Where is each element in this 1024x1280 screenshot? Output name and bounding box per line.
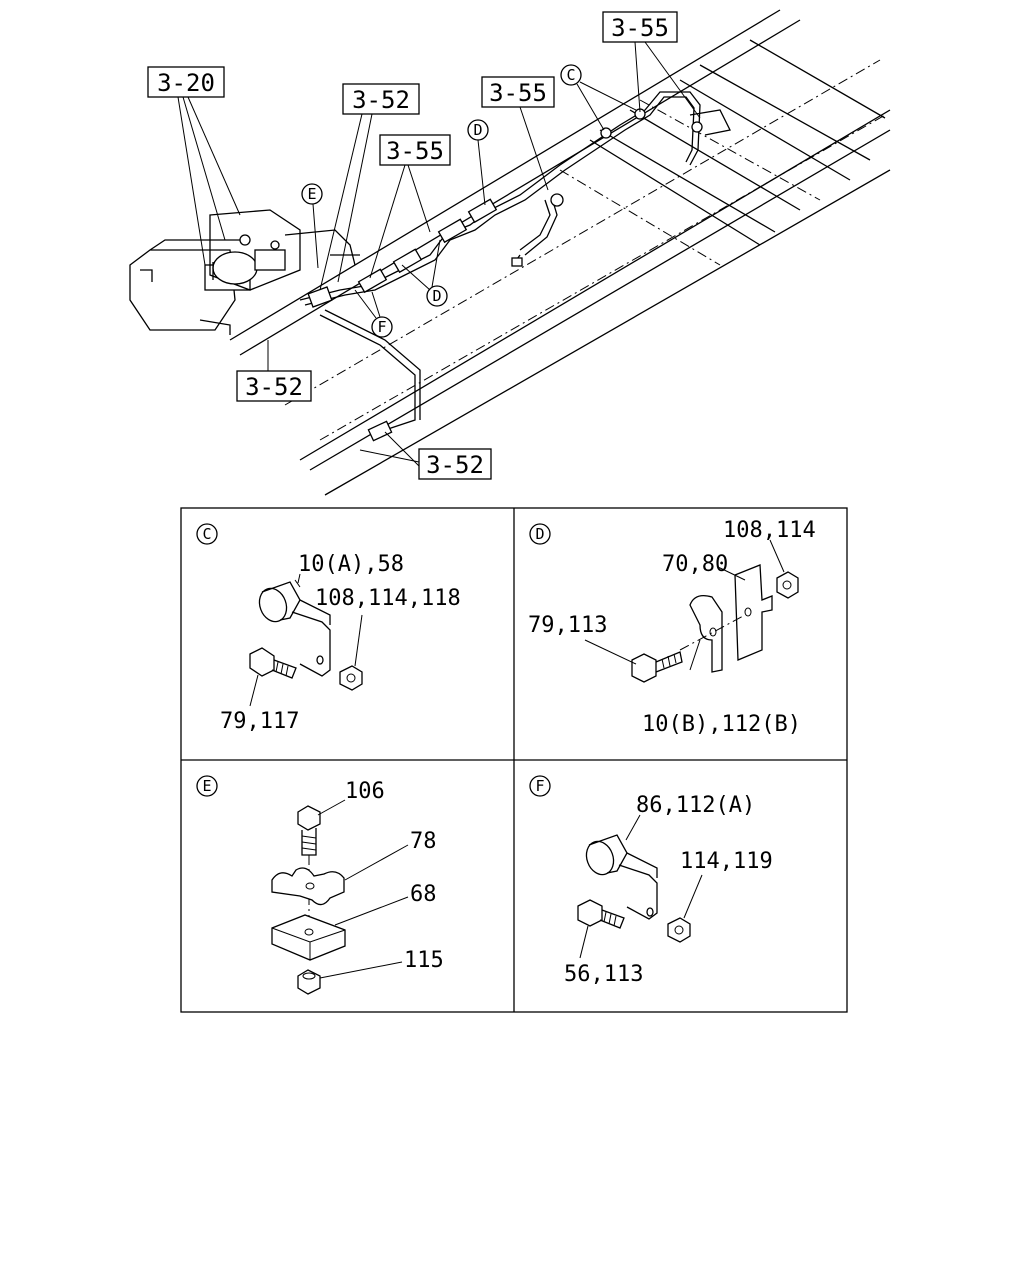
svg-text:3-52: 3-52 <box>352 86 410 114</box>
callout-3-55-mid-left[interactable]: 3-55 <box>369 134 451 279</box>
marker-f-overview[interactable]: F <box>354 289 393 338</box>
detail-e-label-clamp: 78 <box>410 829 437 854</box>
detail-f-label-nut: 114,119 <box>680 849 773 874</box>
detail-f-panel: F 86,112(A) 114,119 56,113 <box>529 775 773 987</box>
marker-c-overview[interactable]: C <box>560 64 637 131</box>
spacer-icon-e <box>271 896 409 961</box>
marker-e-overview[interactable]: E <box>301 183 323 269</box>
detail-e-label-spacer: 68 <box>410 882 437 907</box>
svg-text:F: F <box>377 318 386 336</box>
detail-c-label-bolt: 79,117 <box>220 709 299 734</box>
svg-text:3-55: 3-55 <box>611 14 669 42</box>
svg-text:C: C <box>202 525 211 543</box>
clip-icon-f <box>585 814 658 920</box>
svg-text:D: D <box>432 287 441 305</box>
detail-c-panel: C 10(A),58 108,114,118 79,117 <box>196 523 461 734</box>
marker-d-overview-top[interactable]: D <box>467 119 489 206</box>
svg-text:3-52: 3-52 <box>426 451 484 479</box>
detail-c-label-nut: 108,114,118 <box>315 586 461 611</box>
nut-icon-c <box>339 614 363 691</box>
detail-f-label-bolt: 56,113 <box>564 962 643 987</box>
nut-icon-e <box>297 961 403 995</box>
detail-e-marker[interactable]: E <box>196 775 218 797</box>
detail-c-marker[interactable]: C <box>196 523 218 545</box>
frame-rail <box>229 9 891 496</box>
detail-e-label-bolt: 106 <box>345 779 385 804</box>
callout-3-52-top[interactable]: 3-52 <box>319 83 420 291</box>
callout-3-20[interactable]: 3-20 <box>147 66 241 266</box>
svg-text:F: F <box>535 777 544 795</box>
detail-c-label-clip: 10(A),58 <box>298 552 404 577</box>
svg-text:E: E <box>202 777 211 795</box>
detail-f-label-clip: 86,112(A) <box>636 793 755 818</box>
detail-d-label-bolt: 79,113 <box>528 613 607 638</box>
marker-d-overview-bottom[interactable]: D <box>401 239 448 307</box>
detail-e-label-nut: 115 <box>404 948 444 973</box>
bolt-icon-d <box>584 639 683 683</box>
detail-grid <box>180 507 848 1013</box>
bolt-icon-c <box>249 647 297 707</box>
bracket-icon-d <box>717 564 773 661</box>
detail-f-marker[interactable]: F <box>529 775 551 797</box>
brake-pipes <box>299 91 731 442</box>
detail-d-label-clip: 10(B),112(B) <box>642 712 801 737</box>
front-bracket-assembly <box>129 209 360 335</box>
clip-icon-d <box>679 594 746 673</box>
svg-text:D: D <box>535 525 544 543</box>
svg-text:E: E <box>307 185 316 203</box>
callout-3-55-center[interactable]: 3-55 <box>481 76 555 191</box>
detail-d-marker[interactable]: D <box>529 523 551 545</box>
bolt-icon-f <box>577 899 625 959</box>
chassis-overview-illustration: 3-20 3-52 3-55 3-55 3-52 <box>129 9 891 496</box>
callout-3-52-left[interactable]: 3-52 <box>236 340 312 402</box>
clip-icon <box>258 573 331 677</box>
svg-text:3-55: 3-55 <box>386 137 444 165</box>
nut-icon-f <box>667 874 703 943</box>
svg-text:3-20: 3-20 <box>157 69 215 97</box>
clamp-icon-e <box>271 844 409 906</box>
detail-d-label-nut: 108,114 <box>723 518 816 543</box>
callout-3-52-bottom[interactable]: 3-52 <box>359 431 492 480</box>
callout-3-55-top-right[interactable]: 3-55 <box>602 11 701 119</box>
svg-text:D: D <box>473 121 482 139</box>
nut-icon-d <box>769 539 799 599</box>
svg-text:C: C <box>566 66 575 84</box>
svg-text:3-55: 3-55 <box>489 79 547 107</box>
detail-e-panel: E 106 78 68 115 <box>196 775 444 995</box>
detail-d-panel: D 108,114 70,80 79,113 10(B),112(B) <box>528 518 816 737</box>
bolt-icon-e <box>297 799 346 940</box>
svg-text:3-52: 3-52 <box>245 373 303 401</box>
cross-members <box>559 39 886 266</box>
detail-d-label-bracket: 70,80 <box>662 552 728 577</box>
